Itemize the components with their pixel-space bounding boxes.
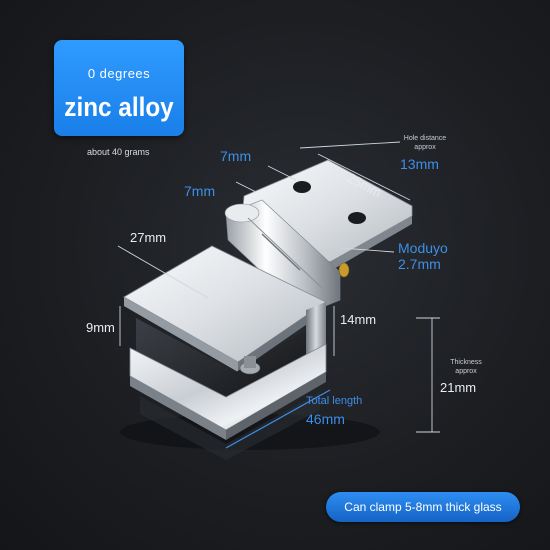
dim-clamp-height: 14mm <box>340 312 377 327</box>
weight-label: about 40 grams <box>87 147 150 157</box>
badge-degrees: 0 degrees <box>87 66 151 81</box>
clamp-top-side-edge <box>238 302 326 372</box>
badge-material: zinc alloy <box>64 92 174 122</box>
clamp-top-front-edge <box>124 297 238 372</box>
dim-total-length-label: Total length <box>306 395 363 407</box>
screw-hole-2 <box>348 212 366 224</box>
clamp-bottom-side-edge <box>226 372 326 440</box>
barrel-end <box>224 203 260 223</box>
dim-total-length: 46mm <box>306 411 345 427</box>
glass-thickness-caption: Can clamp 5-8mm thick glass <box>326 492 520 522</box>
material-badge: 0 degrees zinc alloy <box>54 40 184 136</box>
hinge-barrel <box>225 199 341 315</box>
dim-side-height: 9mm <box>86 320 115 335</box>
brand-label: Moduyo <box>398 240 448 256</box>
dim-pin: 2.7mm <box>398 256 441 272</box>
dim-side-width: 7mm <box>184 183 216 199</box>
dim-hole-distance-label: Hole distance approx <box>403 135 447 151</box>
screw-hole-1 <box>293 181 311 193</box>
brass-pin <box>338 262 350 278</box>
dimension-lines <box>117 141 440 433</box>
total-length-line <box>225 389 331 449</box>
dim-depth-27: 27mm <box>130 230 167 245</box>
dim-hole-distance: 13mm <box>400 156 439 172</box>
dim-top-width: 7mm <box>220 148 252 164</box>
dim-thickness-label: Thickness approx <box>450 359 482 375</box>
hinge-leaf-edge <box>330 216 412 270</box>
clamp-bottom-front-edge <box>130 376 226 440</box>
dim-thickness: 21mm <box>440 380 477 395</box>
